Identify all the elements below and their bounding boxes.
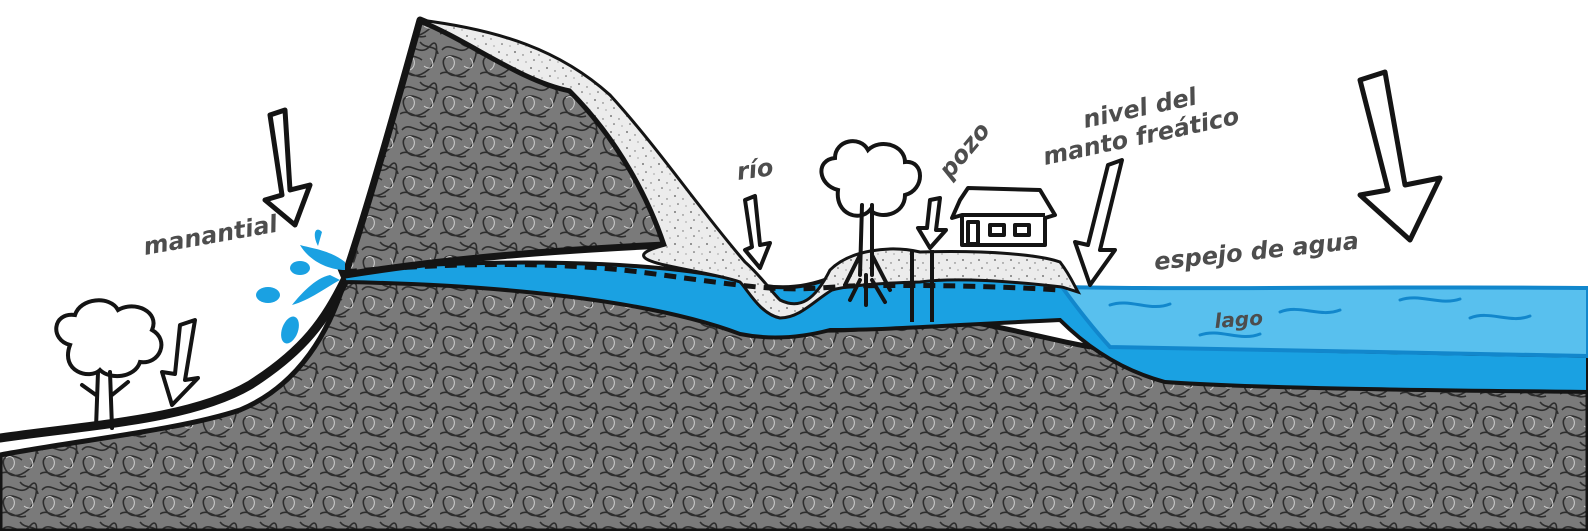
rain-arrow-icon (162, 320, 198, 405)
label-espejo: espejo de agua (1153, 227, 1360, 276)
tree-icon (56, 300, 161, 428)
label-rio: río (735, 153, 775, 186)
label-manantial: manantial (141, 210, 280, 261)
rain-arrow-icon (745, 196, 770, 268)
lake (1062, 287, 1588, 356)
label-lago: lago (1214, 306, 1264, 333)
house-icon (952, 188, 1055, 245)
label-pozo: pozo (933, 117, 996, 185)
rain-arrow-icon (265, 110, 310, 225)
rain-arrow-icon (1360, 72, 1440, 240)
rain-arrow-icon (1075, 160, 1122, 285)
rain-arrow-icon (918, 198, 946, 248)
